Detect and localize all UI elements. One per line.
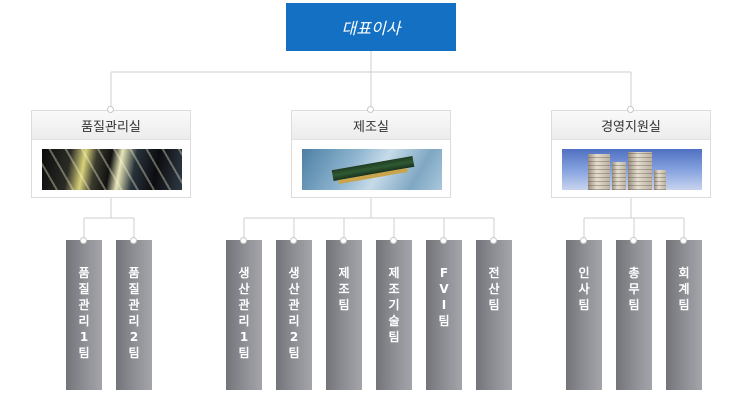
connector-dot — [340, 237, 347, 244]
connector-dot — [580, 237, 587, 244]
connector-dot — [680, 237, 687, 244]
ceo-label: 대표이사 — [341, 19, 401, 38]
production-line-photo — [42, 149, 182, 190]
connector-dot — [367, 106, 374, 113]
office-buildings-photo — [562, 149, 702, 190]
connector-dot — [440, 237, 447, 244]
connector-dot — [240, 237, 247, 244]
department-title: 품질관리실 — [32, 111, 190, 140]
ceo-box: 대표이사 — [286, 3, 456, 51]
connector-dot — [627, 106, 634, 113]
connector-dot — [390, 237, 397, 244]
connector-dot — [107, 106, 114, 113]
connector-dot — [130, 237, 137, 244]
connector-dot — [490, 237, 497, 244]
memory-module-photo — [302, 149, 442, 190]
department-title: 경영지원실 — [552, 111, 710, 140]
department-quality: 품질관리실 — [31, 110, 191, 198]
connector-dot — [630, 237, 637, 244]
department-manufacturing: 제조실 — [291, 110, 451, 198]
connector-dot — [290, 237, 297, 244]
department-management-support: 경영지원실 — [551, 110, 711, 198]
connector-dot — [80, 237, 87, 244]
department-title: 제조실 — [292, 111, 450, 140]
